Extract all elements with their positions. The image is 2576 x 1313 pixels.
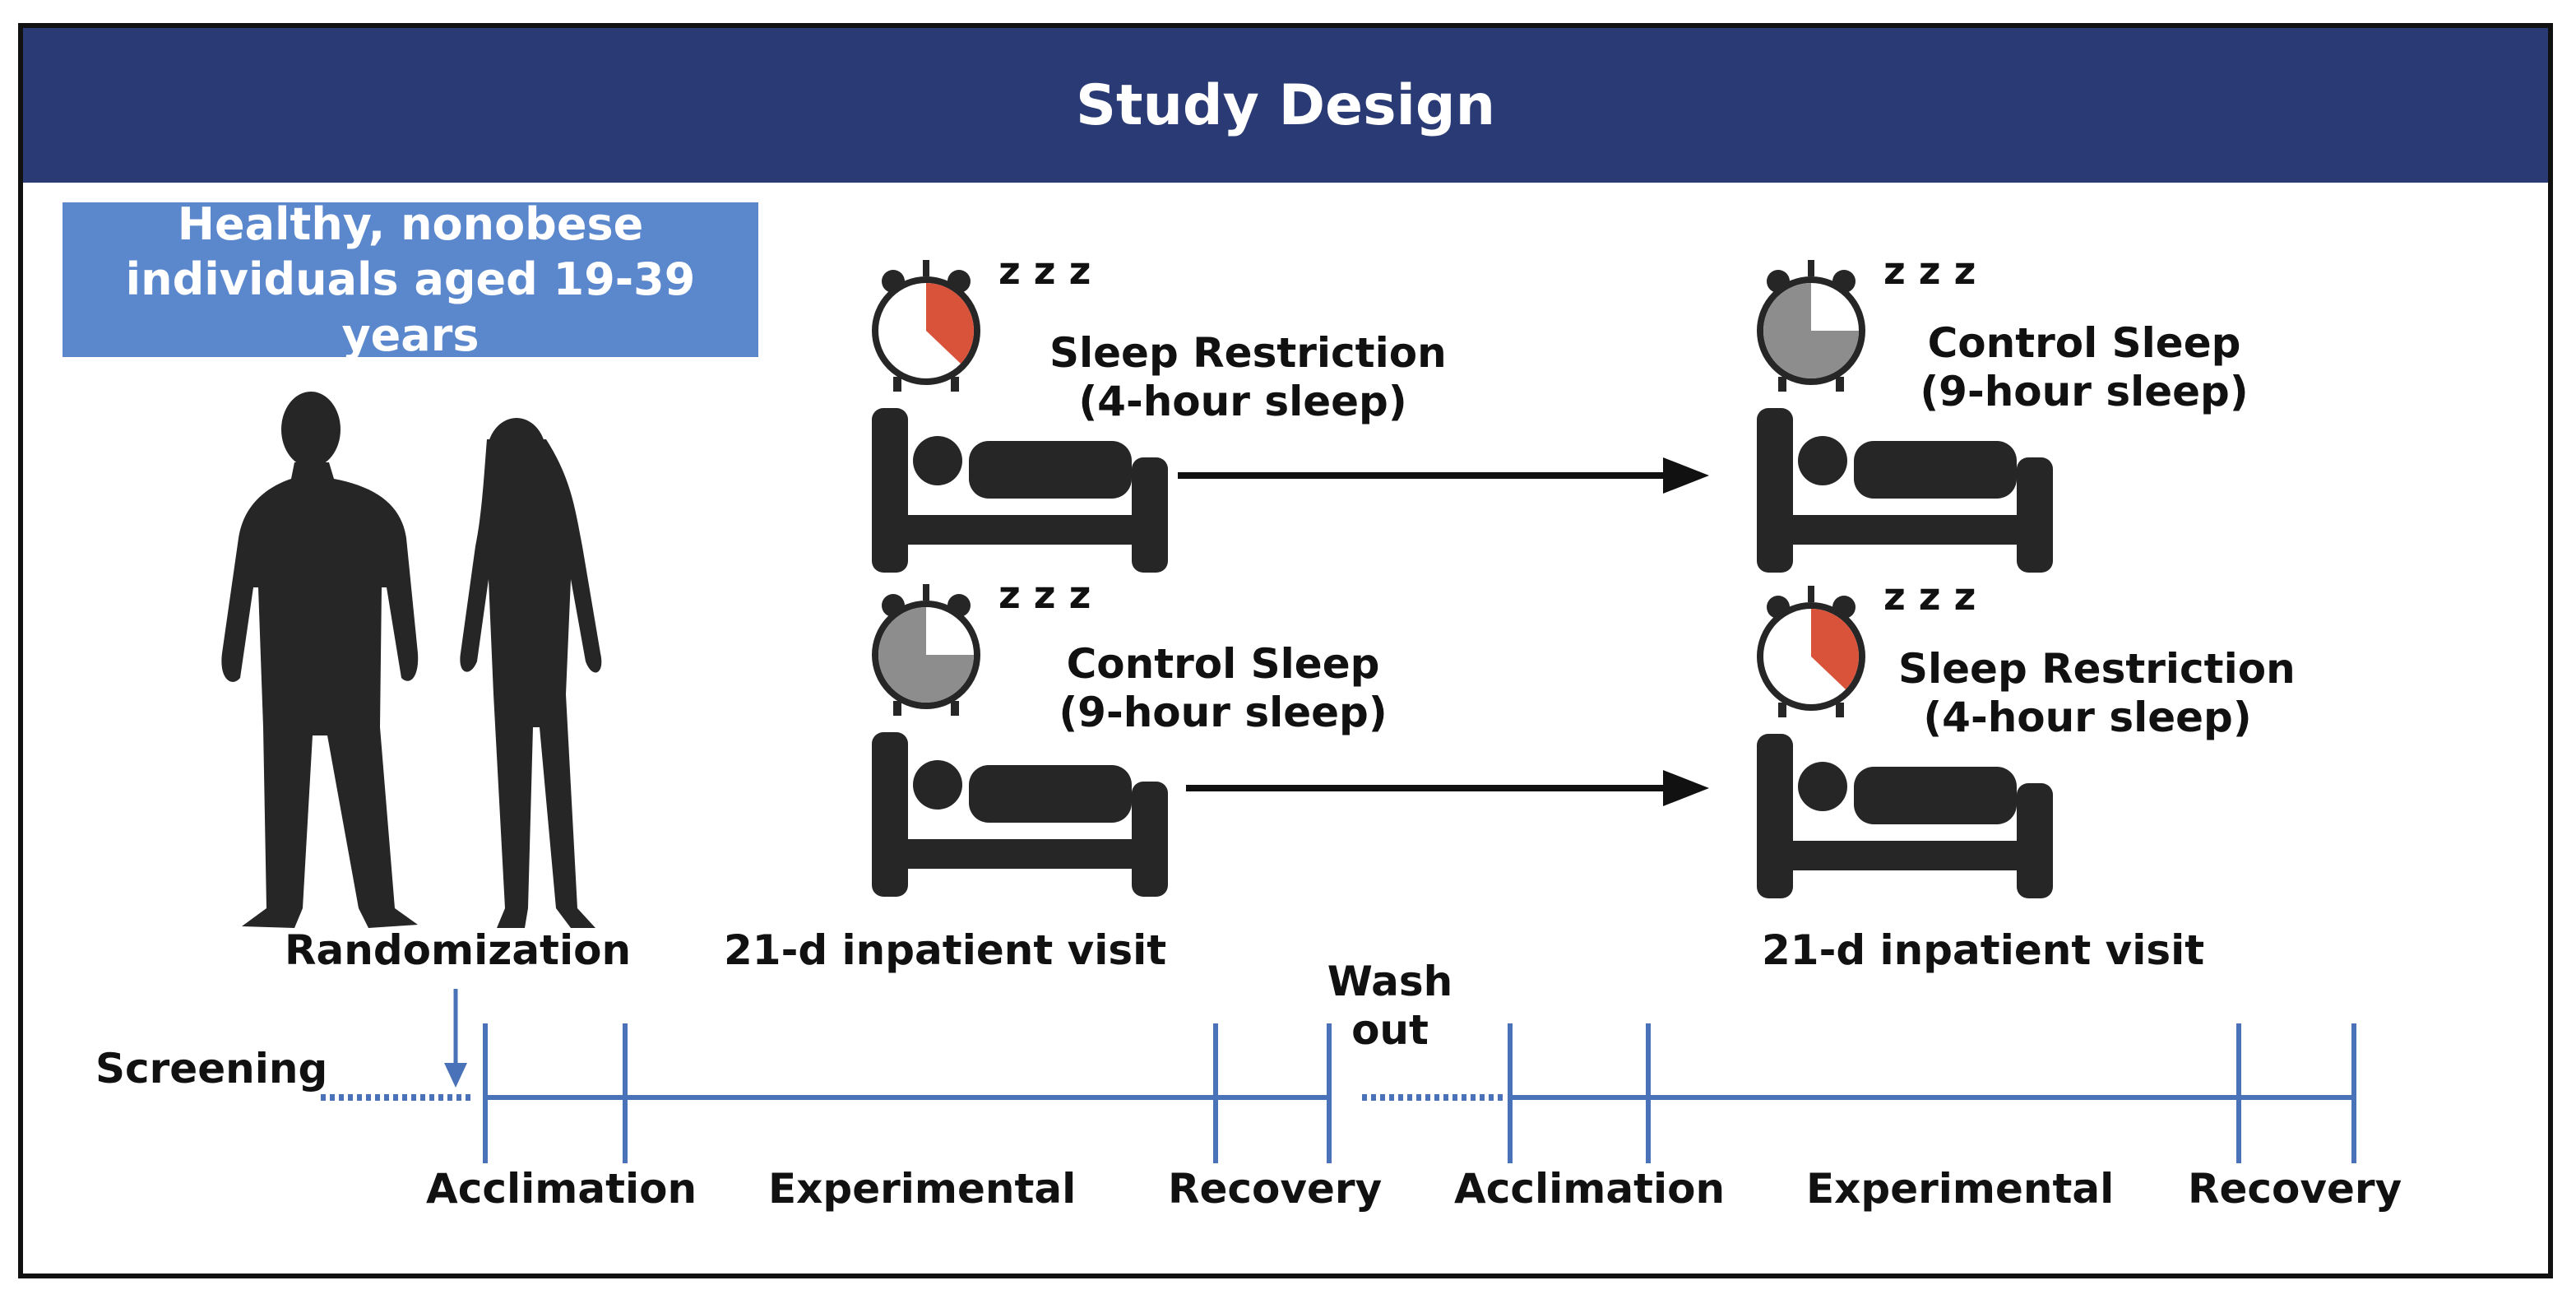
population-box: Healthy, nonobese individuals aged 19-39… — [63, 198, 758, 361]
arm2-second-label: Sleep Restriction (4-hour sleep) — [1898, 645, 2296, 742]
study-design-figure: Study Design Healthy, nonobese individua… — [18, 23, 2553, 1278]
randomization-label: Randomization — [285, 926, 632, 974]
bed-icon — [1757, 734, 2053, 898]
randomization-arrowhead — [444, 1063, 467, 1088]
visit2-label: 21-d inpatient visit — [1762, 926, 2205, 974]
bed-icon — [872, 732, 1168, 897]
arm2-first-icons — [872, 584, 1168, 897]
arm2-second-icons — [1757, 586, 2053, 898]
phase-recovery-1: Recovery — [1168, 1165, 1383, 1213]
phase-experimental-2: Experimental — [1806, 1165, 2115, 1213]
arm1-second-condition: Control Sleep — [1927, 319, 2241, 367]
arm1-arrow — [1178, 457, 1709, 494]
phase-recovery-2: Recovery — [2188, 1165, 2402, 1213]
washout-line-2: out — [1351, 1006, 1429, 1054]
alarm-clock-restriction-icon — [1757, 586, 1865, 717]
bed-icon — [872, 408, 1168, 573]
arm1-first-condition: Sleep Restriction — [1049, 329, 1447, 377]
alarm-clock-control-icon — [872, 584, 980, 716]
population-line-2: individuals aged 19-39 years — [125, 253, 696, 361]
arm2-first-detail: (9-hour sleep) — [1059, 689, 1388, 736]
phase-experimental-1: Experimental — [768, 1165, 1077, 1213]
alarm-clock-control-icon — [1757, 260, 1865, 392]
arm2-second-detail: (4-hour sleep) — [1923, 694, 2252, 741]
population-line-1: Healthy, nonobese — [177, 197, 644, 250]
header-banner: Study Design — [23, 28, 2548, 183]
arm1-first-icons — [872, 260, 1168, 573]
alarm-clock-restriction-icon — [872, 260, 980, 392]
bed-icon — [1757, 408, 2053, 573]
arm1-sleep-symbol-2: z z z — [1883, 248, 1976, 293]
phase-acclimation-2: Acclimation — [1454, 1165, 1726, 1213]
arm1-first-detail: (4-hour sleep) — [1078, 378, 1407, 425]
arm2-first-label: Control Sleep (9-hour sleep) — [1046, 640, 1400, 737]
arm2-arrow — [1186, 770, 1709, 806]
arm2-first-condition: Control Sleep — [1066, 640, 1380, 688]
timeline — [321, 989, 2356, 1163]
washout-line-1: Wash — [1327, 958, 1453, 1005]
arm1-second-detail: (9-hour sleep) — [1920, 368, 2249, 415]
arm1-first-label: Sleep Restriction (4-hour sleep) — [1049, 329, 1447, 426]
visit1-label: 21-d inpatient visit — [724, 926, 1167, 974]
washout-label: Wash out — [1324, 958, 1456, 1055]
people-silhouette-icon — [221, 392, 602, 928]
arm2-sleep-symbol-2: z z z — [1883, 574, 1976, 619]
phase-acclimation-1: Acclimation — [426, 1165, 697, 1213]
arm1-second-label: Control Sleep (9-hour sleep) — [1911, 319, 2257, 416]
screening-label: Screening — [95, 1045, 328, 1093]
arm1-second-icons — [1757, 260, 2053, 573]
page-title: Study Design — [1076, 72, 1495, 138]
arm2-sleep-symbol: z z z — [998, 573, 1091, 617]
arm2-second-condition: Sleep Restriction — [1898, 645, 2296, 693]
arm1-sleep-symbol: z z z — [998, 248, 1091, 293]
